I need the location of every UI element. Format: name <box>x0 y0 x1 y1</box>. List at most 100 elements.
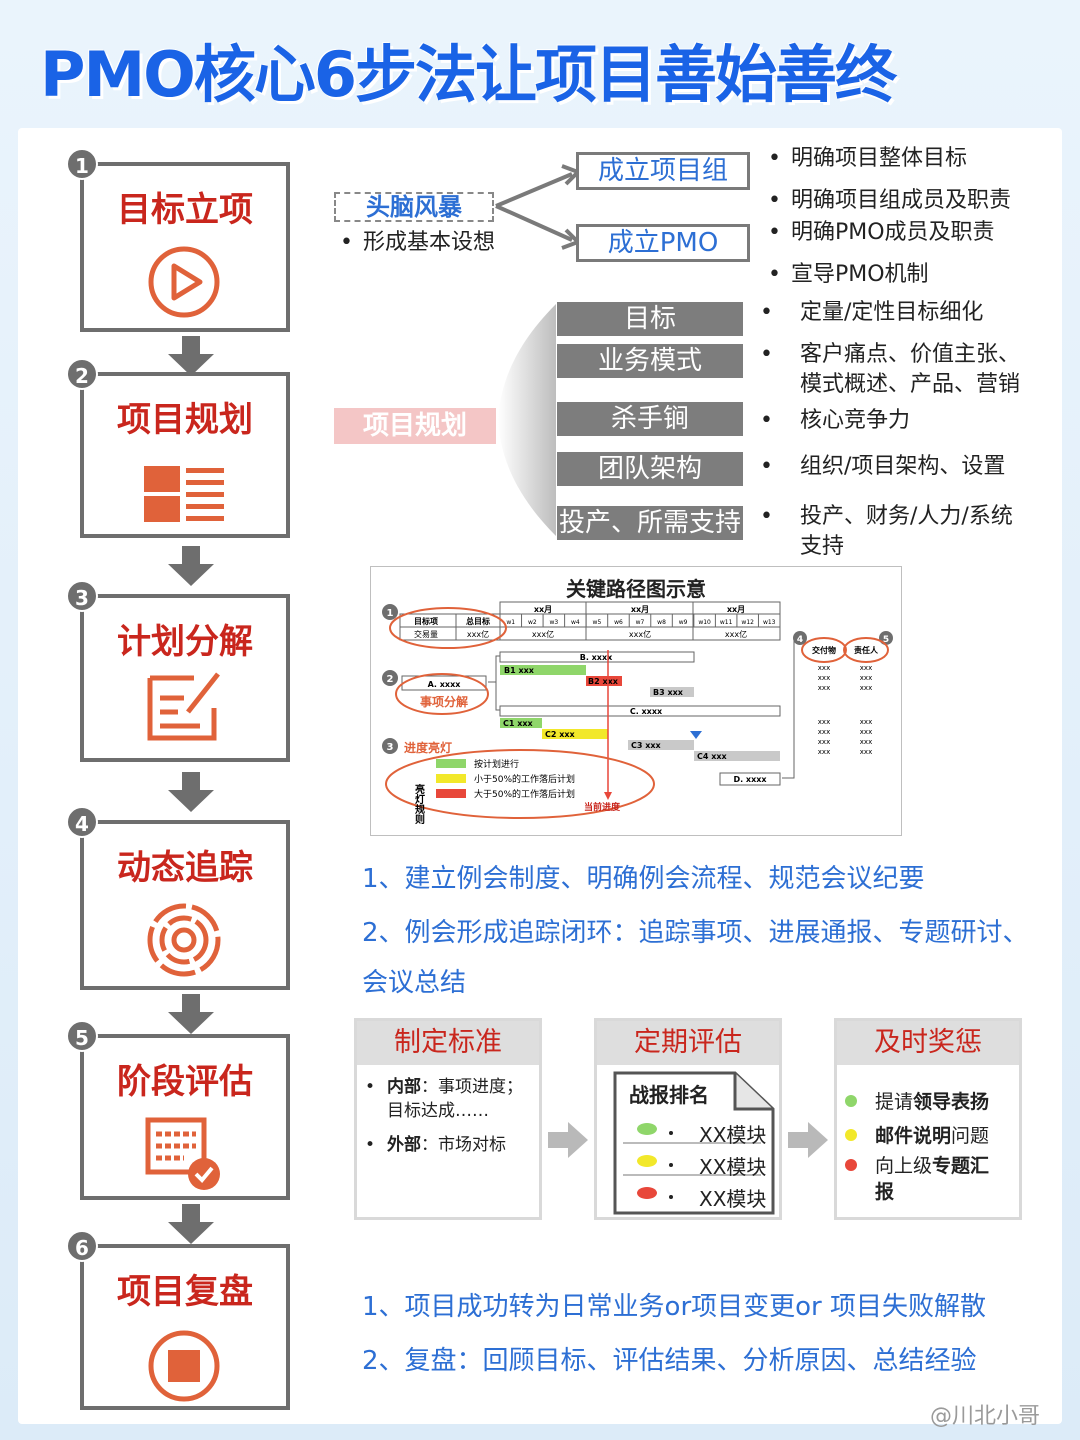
right-arrow-icon <box>788 1122 828 1158</box>
card-reward-title: 及时奖惩 <box>837 1021 1019 1065</box>
plan-item-business-model: 业务模式 <box>557 344 743 378</box>
report-doc-icon <box>613 1071 775 1215</box>
report-title: 战报排名 <box>629 1083 709 1107</box>
gantt-decompose: 事项分解 <box>420 694 468 709</box>
step-1-box: 1 目标立项 <box>66 148 290 332</box>
box-pmo: 成立PMO <box>576 224 750 262</box>
step-1-number: 1 <box>66 148 98 180</box>
gantt-c1: C1 xxx <box>503 719 534 728</box>
gantt-col-owner: 责任人 <box>854 645 879 655</box>
gantt-cell: xxx <box>818 728 830 736</box>
step1-bullet-1: 明确项目整体目标 <box>768 140 967 172</box>
down-arrow-icon <box>168 994 214 1034</box>
gantt-legend-3: 大于50%的工作落后计划 <box>474 788 575 800</box>
yellow-dot-icon <box>845 1129 857 1141</box>
report-row-1: XX模块 <box>699 1123 767 1147</box>
gantt-week-label: w9 <box>679 619 688 626</box>
gantt-num-3: 3 <box>387 742 394 753</box>
gantt-week-label: w10 <box>698 619 711 626</box>
gantt-num-4: 4 <box>797 635 803 645</box>
gantt-d-label: D. xxxx <box>733 775 767 784</box>
gantt-week-label: w6 <box>614 619 623 626</box>
gantt-circle-1 <box>389 607 507 649</box>
page-title: PMO核心6步法让项目善始善终 <box>40 38 897 111</box>
gantt-cell: xxx <box>860 728 872 736</box>
report-row-2: XX模块 <box>699 1155 767 1179</box>
gantt-cell: xxx <box>860 674 872 682</box>
gantt-a-label: A. xxxx <box>428 680 462 689</box>
down-arrow-icon <box>168 772 214 812</box>
gantt-col-item: 目标项 <box>414 616 438 626</box>
gantt-week-label: w7 <box>636 619 645 626</box>
gantt-c2: C2 xxx <box>545 730 576 739</box>
step-5-number: 5 <box>66 1020 98 1052</box>
step4-line-3: 会议总结 <box>362 968 467 998</box>
gantt-b3: B3 xxx <box>653 688 684 697</box>
checklist-icon <box>145 1117 220 1190</box>
gantt-cell: xxx <box>860 664 872 672</box>
planning-bracket <box>498 304 556 536</box>
gantt-col-deliver: 交付物 <box>812 645 836 655</box>
gantt-week-label: w2 <box>528 619 537 626</box>
reward-row-3: 向上级专题汇 报 <box>875 1155 990 1203</box>
step-2-number: 2 <box>66 358 98 390</box>
play-icon <box>148 246 220 318</box>
card-set-standard: 制定标准 • 内部：事项进度； 目标达成…… • 外部：市场对标 <box>354 1018 542 1220</box>
step-3-number: 3 <box>66 580 98 612</box>
gantt-month-value-2: xxx亿 <box>629 629 651 639</box>
card-set-standard-body: • 内部：事项进度； 目标达成…… • 外部：市场对标 <box>357 1065 539 1157</box>
gantt-month-1: xx月 <box>534 605 552 614</box>
watermark: @川北小哥 <box>930 1404 1041 1429</box>
gantt-week-label: w5 <box>593 619 602 626</box>
gantt-c4: C4 xxx <box>697 752 728 761</box>
step-5-box: 5 阶段评估 <box>66 1020 290 1200</box>
step-3-title: 计划分解 <box>117 622 253 662</box>
gantt-num-5: 5 <box>883 635 889 645</box>
target-icon <box>147 903 221 977</box>
gantt-cell: xxx <box>818 748 830 756</box>
gantt-week-label: w8 <box>657 619 666 626</box>
report-row-3: XX模块 <box>699 1187 767 1211</box>
red-dot-icon <box>845 1159 857 1171</box>
brainstorm-label: 头脑风暴 <box>334 192 494 222</box>
gantt-cell: xxx <box>818 718 830 726</box>
gantt-week-label: w13 <box>763 619 776 626</box>
edit-note-icon <box>147 672 220 741</box>
step-2-title: 项目规划 <box>117 400 253 440</box>
gantt-header-table <box>399 601 781 641</box>
gantt-light-rule: 亮灯规则 <box>413 783 425 825</box>
stop-icon <box>148 1330 220 1402</box>
gantt-legend-1: 按计划进行 <box>474 758 519 770</box>
document-list-icon <box>144 466 224 522</box>
gantt-legend-2: 小于50%的工作落后计划 <box>474 773 575 785</box>
gantt-b2: B2 xxx <box>588 677 619 686</box>
gantt-month-value-1: xxx亿 <box>532 629 554 639</box>
gantt-week-label: w1 <box>506 619 515 626</box>
plan-item-goal: 目标 <box>557 302 743 336</box>
gantt-cell: xxx <box>860 684 872 692</box>
step4-line-2: 2、例会形成追踪闭环：追踪事项、进展通报、专题研讨、 <box>362 918 1029 948</box>
gantt-row-label: 交易量 <box>414 629 438 639</box>
step-2-box: 2 项目规划 <box>66 358 290 538</box>
gantt-circle-3 <box>385 749 655 819</box>
card-periodic-eval: 定期评估 战报排名 XX模块 XX模块 XX模块 <box>594 1018 782 1220</box>
gantt-cell: xxx <box>818 664 830 672</box>
step-4-number: 4 <box>66 806 98 838</box>
step-6-box: 6 项目复盘 <box>66 1230 290 1410</box>
gantt-month-2: xx月 <box>631 605 649 614</box>
plan-item-killer: 杀手锏 <box>557 402 743 436</box>
gantt-week-label: w3 <box>549 619 558 626</box>
gantt-week-label: w4 <box>571 619 580 626</box>
step1-bullet-2: 明确项目组成员及职责 <box>768 182 1011 214</box>
gantt-month-3: xx月 <box>727 605 745 614</box>
green-dot-icon <box>845 1095 857 1107</box>
reward-row-2: 邮件说明问题 <box>875 1125 990 1147</box>
gantt-row-total: xxx亿 <box>467 629 489 639</box>
step4-line-1: 1、建立例会制度、明确例会流程、规范会议纪要 <box>362 864 925 894</box>
down-arrow-icon <box>168 546 214 586</box>
gantt-c3: C3 xxx <box>631 741 662 750</box>
gantt-c-main: C. xxxx <box>630 707 663 716</box>
gantt-b-main: B. xxxx <box>580 653 613 662</box>
